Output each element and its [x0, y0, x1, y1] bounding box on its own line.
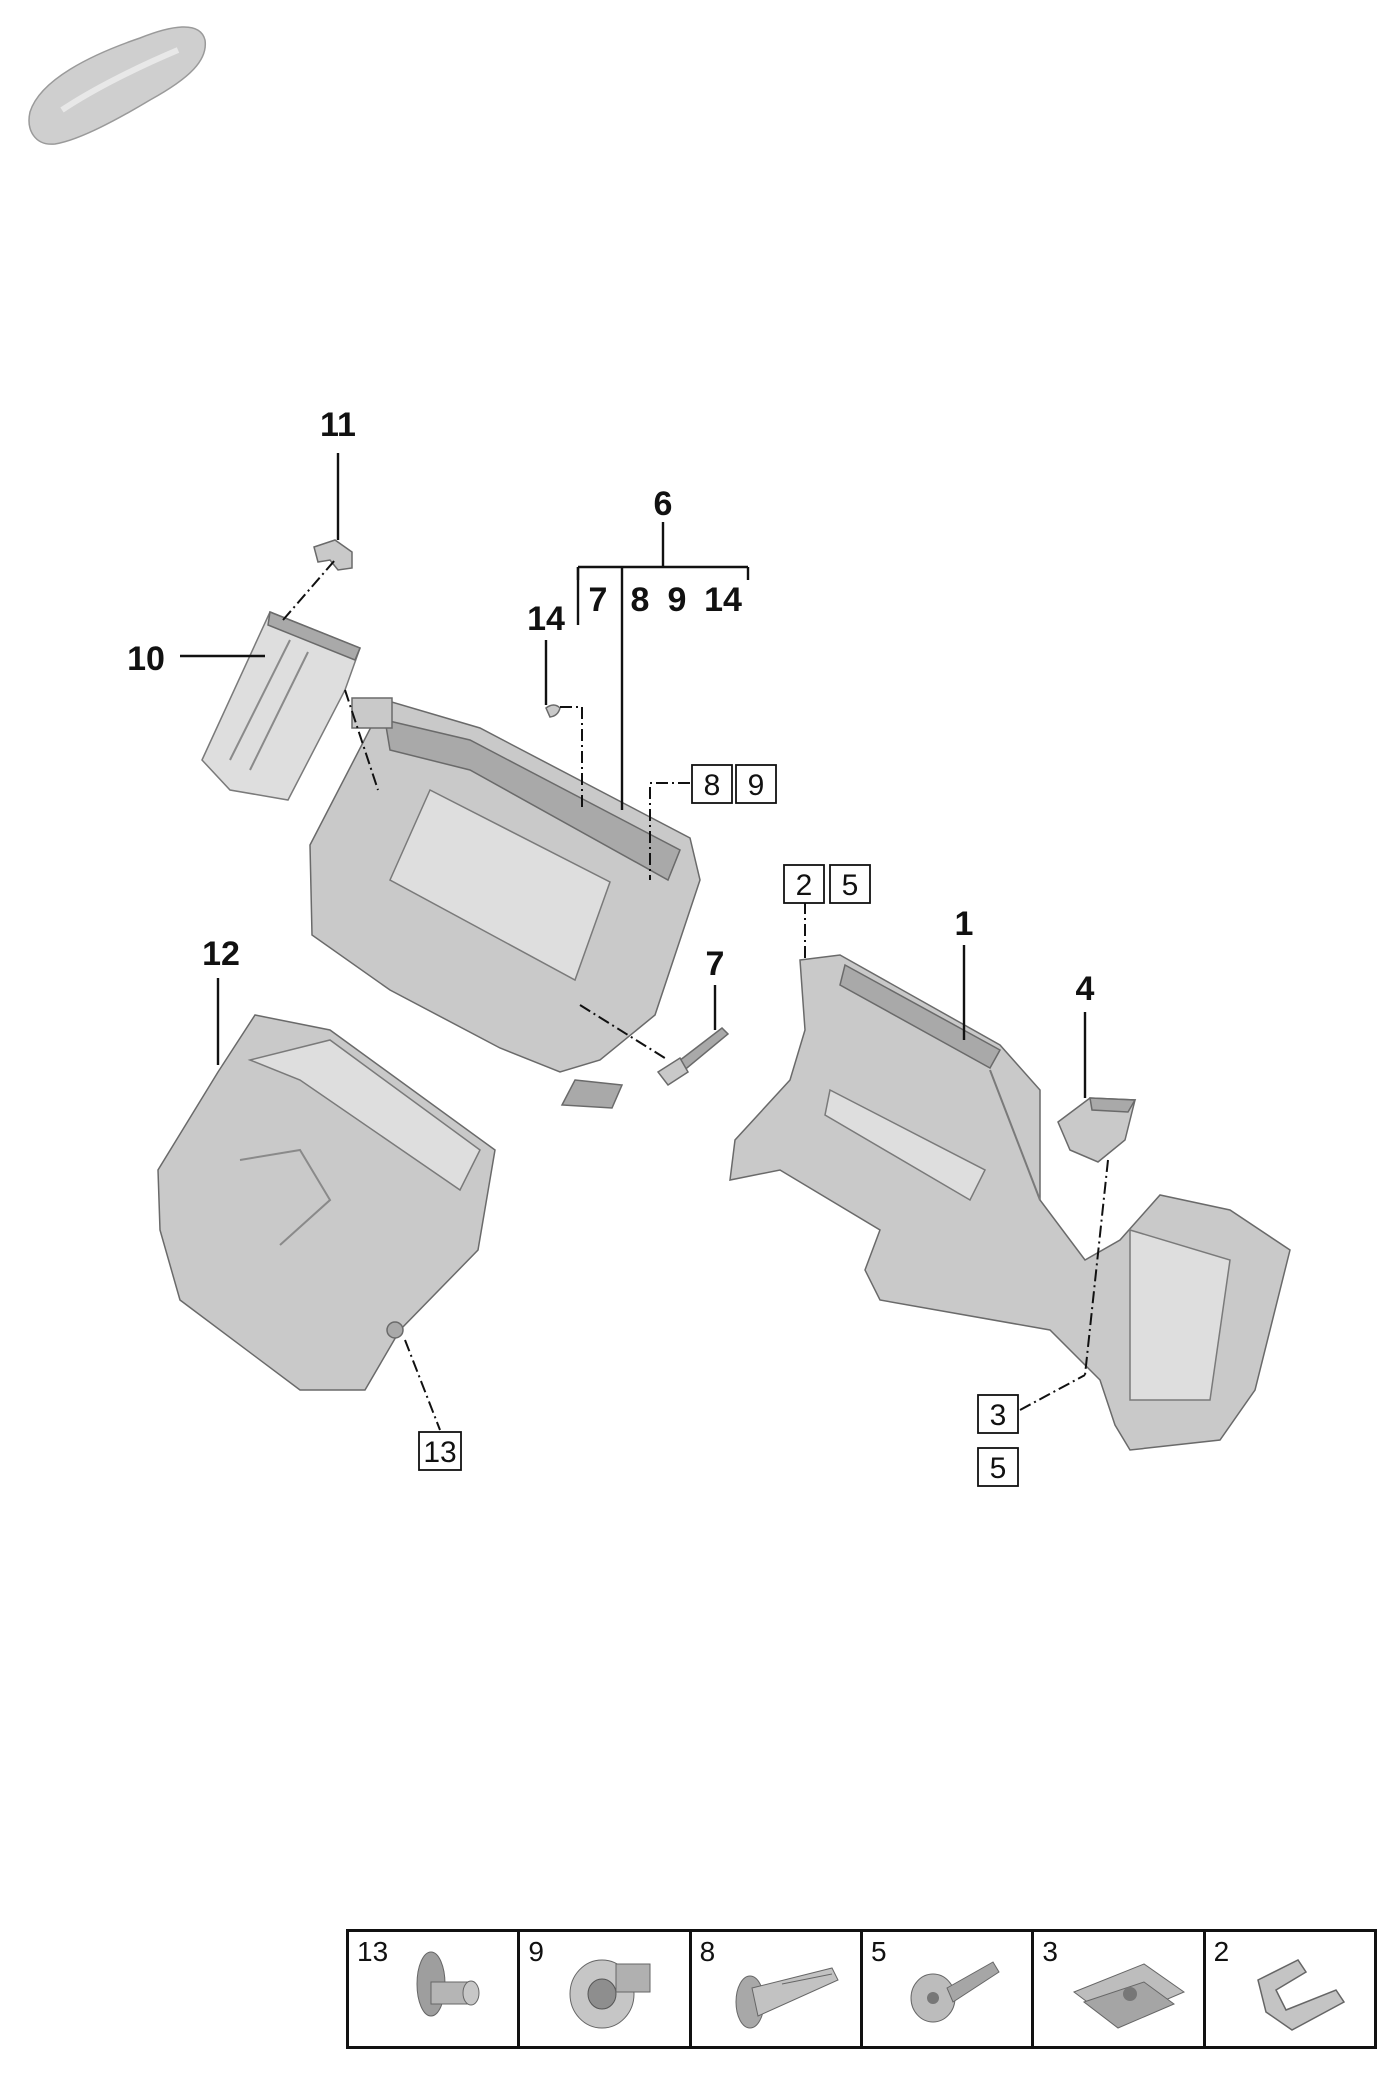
spring-clip-icon — [1256, 1959, 1345, 2031]
legend-number: 2 — [1213, 1936, 1230, 1967]
part-4-bracket — [1057, 1097, 1137, 1163]
glovebox-housing — [309, 697, 701, 1109]
boxed-references: 8 9 2 5 3 5 13 — [418, 764, 1019, 1487]
part-7-pin — [656, 1027, 730, 1087]
exploded-parts-diagram: 11 10 6 7 8 9 14 14 7 12 1 4 8 9 2 5 3 5… — [28, 26, 1291, 1487]
part-14-clip — [545, 704, 561, 718]
speed-nut-icon — [1073, 1963, 1186, 2029]
part-12-cover-panel — [157, 1014, 496, 1391]
ref-box-2: 2 — [796, 869, 813, 902]
legend-number: 8 — [699, 1936, 716, 1967]
callout-12: 12 — [202, 935, 240, 973]
part-11-clip — [313, 539, 353, 571]
callout-6-sub-8: 8 — [631, 581, 650, 619]
leader-lines — [180, 453, 1087, 1098]
callout-11: 11 — [320, 406, 356, 444]
vehicle-silhouette-icon — [28, 26, 207, 145]
legend-number: 13 — [357, 1936, 389, 1967]
callout-6-sub-14: 14 — [704, 581, 742, 619]
ref-box-5-upper: 5 — [842, 869, 859, 902]
legend-cell-2: 2 — [1202, 1932, 1374, 2046]
legend-number: 3 — [1042, 1936, 1058, 1967]
callout-14: 14 — [527, 600, 565, 638]
callout-6: 6 — [654, 485, 673, 523]
callout-10: 10 — [127, 640, 165, 678]
ref-box-9: 9 — [748, 769, 765, 802]
callout-7: 7 — [706, 945, 725, 983]
legend-cell-3: 3 — [1031, 1932, 1202, 2046]
washer-screw-icon — [910, 1961, 1000, 2023]
legend-cell-13: 13 — [349, 1932, 517, 2046]
part-10-air-vent-panel — [201, 610, 361, 801]
flange-nut-icon — [569, 1959, 651, 2029]
fastener-legend-table: 13 9 8 5 3 — [346, 1929, 1377, 2049]
callout-6-sub-9: 9 — [668, 581, 687, 619]
ref-box-13: 13 — [423, 1436, 456, 1469]
legend-number: 5 — [870, 1936, 887, 1967]
ref-box-3: 3 — [990, 1399, 1007, 1432]
legend-number: 9 — [528, 1936, 544, 1967]
legend-cell-5: 5 — [859, 1932, 1031, 2046]
legend-cell-9: 9 — [517, 1932, 688, 2046]
callout-labels: 11 10 6 7 8 9 14 14 7 12 1 4 — [127, 406, 1094, 1008]
dashed-connectors — [282, 559, 1109, 1431]
ref-box-8: 8 — [704, 769, 721, 802]
push-rivet-icon — [416, 1951, 480, 2017]
expanding-rivet-icon — [735, 1967, 839, 2029]
callout-1: 1 — [955, 905, 974, 943]
ref-box-5-lower: 5 — [990, 1452, 1007, 1485]
callout-4: 4 — [1076, 970, 1095, 1008]
callout-6-sub-7: 7 — [589, 581, 608, 619]
part-1-carrier-frame — [729, 954, 1291, 1451]
legend-cell-8: 8 — [688, 1932, 860, 2046]
